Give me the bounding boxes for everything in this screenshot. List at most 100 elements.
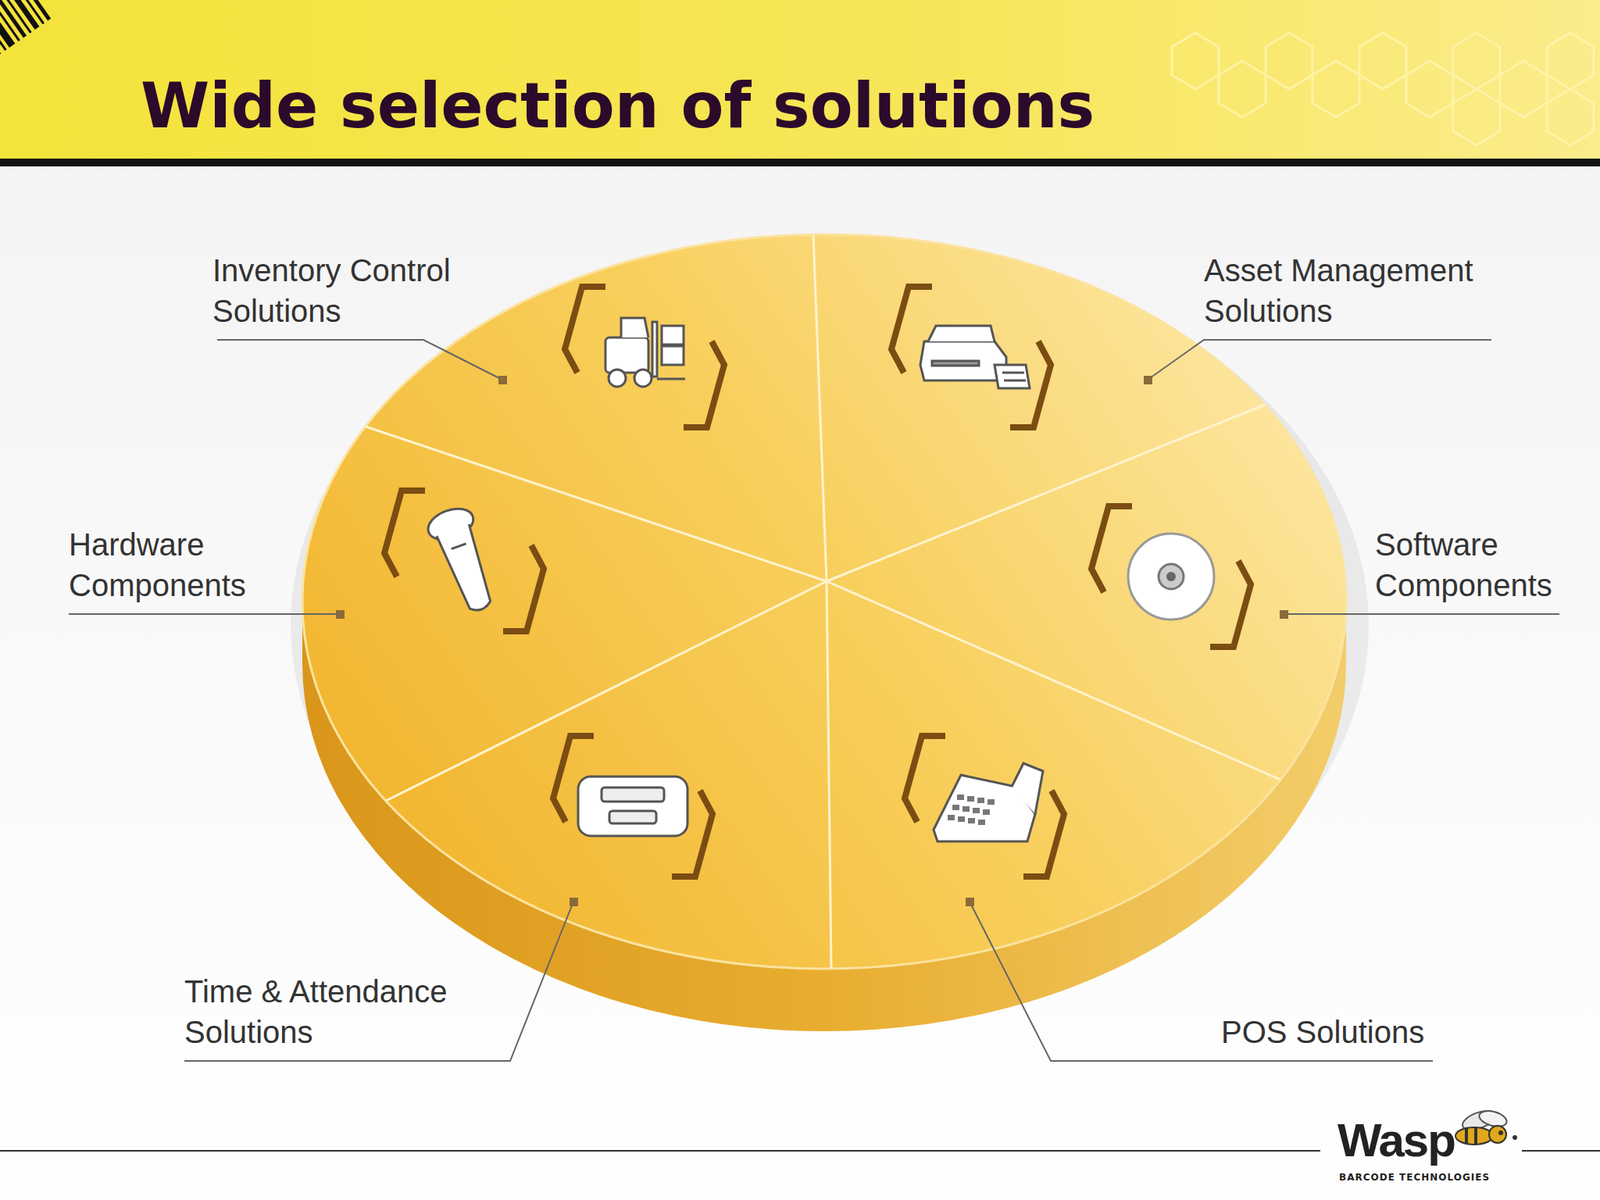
title-bar xyxy=(1453,89,1500,146)
solution-label: POS Solutions xyxy=(1221,1011,1425,1053)
forklift-icon xyxy=(608,369,626,387)
solution-label: Software Components xyxy=(1375,524,1579,606)
title-bar xyxy=(0,158,1600,167)
title-bar xyxy=(1406,60,1454,118)
scanner-icon xyxy=(451,543,467,550)
forklift-icon xyxy=(621,317,649,338)
forklift-icon xyxy=(564,286,725,428)
printer-icon xyxy=(928,325,995,342)
bee-logo xyxy=(1477,1108,1508,1130)
forklift-icon xyxy=(605,337,649,373)
bee-logo xyxy=(1512,1135,1518,1140)
register-icon xyxy=(987,799,995,805)
slide-title: Wide selection of solutions xyxy=(140,75,1095,138)
leader-line xyxy=(68,613,340,615)
leader-line xyxy=(1147,339,1492,380)
register-icon xyxy=(904,735,1065,877)
title-bar xyxy=(1218,60,1266,118)
leader-dot xyxy=(569,897,579,907)
printer-icon xyxy=(920,325,1030,389)
printer-icon xyxy=(1003,379,1026,383)
solution-label: Inventory Control Solutions xyxy=(212,250,479,332)
cd-icon xyxy=(1091,506,1251,647)
solution-label: Asset Management Solutions xyxy=(1203,250,1501,332)
leader-line xyxy=(184,901,574,1061)
scanner-icon xyxy=(384,490,544,632)
forklift-icon xyxy=(661,346,684,365)
time-clock-icon xyxy=(601,787,665,802)
ground xyxy=(0,166,1600,1200)
leader-dot xyxy=(1279,610,1289,619)
slice-divider xyxy=(826,581,832,968)
title-bar xyxy=(1359,32,1407,90)
brand-tagline: BARCODE TECHNOLOGIES xyxy=(1339,1172,1490,1183)
leader-line xyxy=(68,339,1560,1061)
register-icon xyxy=(967,817,975,824)
time-clock-icon xyxy=(553,735,713,877)
register-icon xyxy=(957,794,965,800)
register-icon xyxy=(957,816,965,822)
title-bar xyxy=(1500,60,1547,118)
printer-icon xyxy=(932,360,979,366)
brand-name: Wasp xyxy=(1337,1117,1455,1165)
time-clock-icon xyxy=(553,735,713,877)
printer-icon xyxy=(891,286,1051,428)
register-icon xyxy=(933,763,1043,842)
slice-divider xyxy=(365,426,827,582)
forklift-icon xyxy=(564,286,725,428)
leader-line xyxy=(969,901,1433,1061)
printer-icon xyxy=(994,364,1030,389)
register-icon xyxy=(977,797,985,804)
title-bar xyxy=(1546,32,1594,90)
register-icon xyxy=(1011,763,1043,815)
register-icon xyxy=(952,804,960,811)
title-bar xyxy=(1171,32,1594,146)
cd-icon xyxy=(1128,533,1215,620)
bee-logo xyxy=(1455,1107,1518,1145)
register-icon xyxy=(904,735,1065,877)
cd-icon xyxy=(1158,564,1184,590)
title-bar xyxy=(1265,32,1313,90)
register-icon xyxy=(982,809,990,815)
footer-rule xyxy=(0,1150,1321,1152)
solution-label: Time & Attendance Solutions xyxy=(184,971,482,1053)
register-icon xyxy=(978,819,986,825)
title-bar xyxy=(0,0,1600,161)
cd-icon xyxy=(1166,571,1176,582)
barcode xyxy=(0,0,40,30)
barcode xyxy=(0,0,51,22)
leader-dot xyxy=(1143,375,1153,385)
pie-chart xyxy=(302,234,1347,969)
bee-logo xyxy=(1474,1127,1478,1145)
leader-dot xyxy=(335,375,1289,907)
leader-dot xyxy=(965,897,975,907)
scanner-icon xyxy=(384,490,544,632)
time-clock-icon xyxy=(578,776,688,836)
forklift-icon xyxy=(634,369,652,387)
bee-logo xyxy=(1489,1125,1507,1143)
footer-rule xyxy=(1521,1150,1600,1152)
forklift-icon xyxy=(657,378,686,381)
barcode xyxy=(0,0,51,75)
solution-label: Hardware Components xyxy=(68,524,272,606)
bee-logo xyxy=(1464,1128,1468,1144)
slice-divider xyxy=(365,235,1281,968)
printer-icon xyxy=(891,286,1051,428)
forklift-icon xyxy=(652,321,658,377)
title-bar xyxy=(1453,32,1500,90)
register-icon xyxy=(947,794,995,825)
forklift-icon xyxy=(605,317,686,387)
time-clock-icon xyxy=(609,810,657,824)
leader-dot xyxy=(498,375,508,385)
title-bar xyxy=(0,0,1600,167)
printer-icon xyxy=(1002,371,1025,375)
register-icon xyxy=(967,796,975,802)
slice-divider xyxy=(826,581,1281,780)
slice-divider xyxy=(813,235,827,582)
register-icon xyxy=(962,806,970,812)
title-bar xyxy=(1546,89,1594,146)
register-icon xyxy=(947,814,955,821)
cd-icon xyxy=(1091,506,1251,647)
title-bar xyxy=(1171,32,1219,90)
